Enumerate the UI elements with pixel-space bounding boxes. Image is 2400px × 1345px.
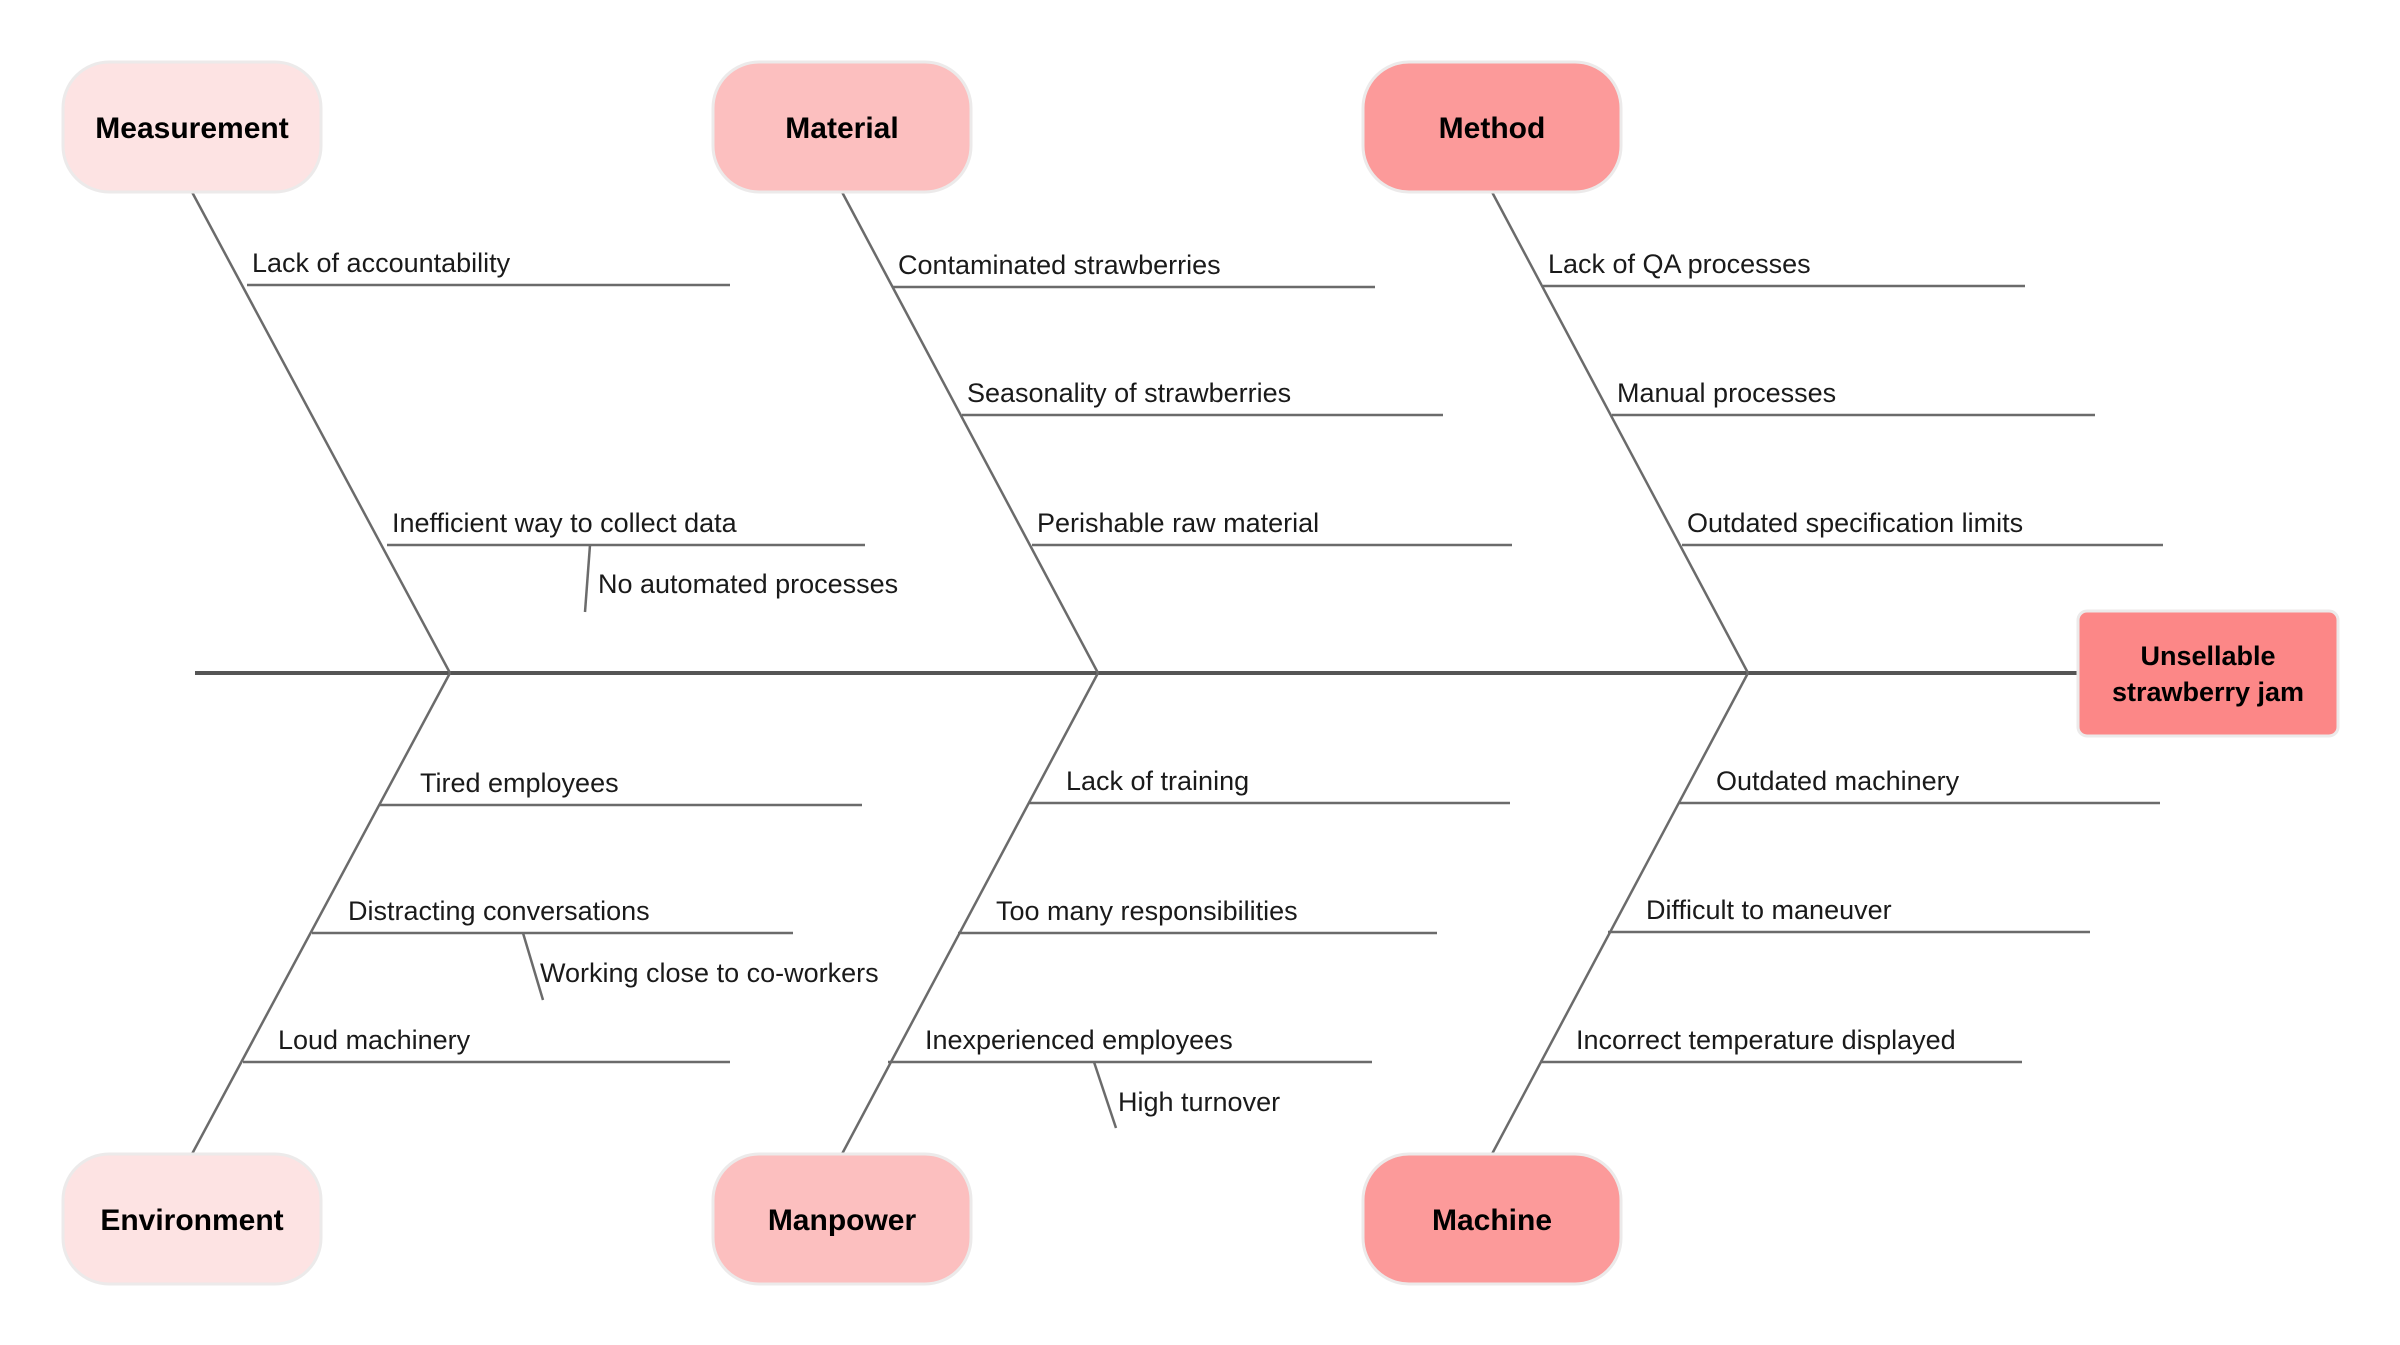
cause-label-lack-of-accountability: Lack of accountability (252, 248, 511, 278)
rib-measurement (190, 191, 452, 674)
effect-box[interactable]: Unsellable strawberry jam (2076, 609, 2340, 738)
rib-method (1490, 191, 1750, 674)
branch-material: Contaminated strawberries Seasonality of… (711, 60, 1512, 674)
category-box-material[interactable] (711, 60, 973, 194)
cause-label-manual-processes: Manual processes (1617, 378, 1836, 408)
subcause-label-no-automated-processes: No automated processes (598, 569, 898, 599)
cause-label-incorrect-temperature-displayed: Incorrect temperature displayed (1576, 1025, 1956, 1055)
rib-environment (190, 672, 452, 1155)
branch-machine: Outdated machinery Difficult to maneuver… (1361, 672, 2160, 1286)
cause-label-difficult-to-maneuver: Difficult to maneuver (1646, 895, 1892, 925)
subcause-line-working-close-to-co-workers (521, 932, 545, 1001)
cause-label-inexperienced-employees: Inexperienced employees (925, 1025, 1233, 1055)
category-label-manpower: Manpower (768, 1204, 917, 1237)
category-box-machine[interactable] (1361, 1152, 1623, 1286)
cause-label-outdated-specification-limits: Outdated specification limits (1687, 508, 2023, 538)
subcause-label-working-close-to-co-workers: Working close to co-workers (540, 958, 879, 988)
cause-label-perishable-raw-material: Perishable raw material (1037, 508, 1319, 538)
branch-manpower: Lack of training Too many responsibiliti… (711, 672, 1510, 1286)
subcause-line-high-turnover (1092, 1061, 1118, 1129)
cause-label-lack-of-qa-processes: Lack of QA processes (1548, 249, 1811, 279)
branch-method: Lack of QA processes Manual processes Ou… (1361, 60, 2163, 674)
cause-label-contaminated-strawberries: Contaminated strawberries (898, 250, 1221, 280)
category-label-material: Material (785, 112, 898, 145)
effect-label-line2: strawberry jam (2112, 677, 2304, 707)
category-label-machine: Machine (1432, 1204, 1552, 1237)
category-box-measurement[interactable] (61, 60, 323, 194)
cause-label-outdated-machinery: Outdated machinery (1716, 766, 1960, 796)
category-box-environment[interactable] (61, 1152, 323, 1286)
category-label-measurement: Measurement (95, 112, 288, 145)
category-box-manpower[interactable] (711, 1152, 973, 1286)
branch-environment: Tired employees Distracting conversation… (61, 672, 879, 1286)
effect-label-line1: Unsellable (2140, 641, 2275, 671)
rib-material (840, 191, 1100, 674)
category-box-method[interactable] (1361, 60, 1623, 194)
cause-label-seasonality-of-strawberries: Seasonality of strawberries (967, 378, 1291, 408)
branch-measurement: Lack of accountability Inefficient way t… (61, 60, 898, 674)
cause-label-too-many-responsibilities: Too many responsibilities (996, 896, 1298, 926)
rib-manpower (840, 672, 1100, 1155)
subcause-label-high-turnover: High turnover (1118, 1087, 1280, 1117)
cause-label-distracting-conversations: Distracting conversations (348, 896, 650, 926)
cause-label-loud-machinery: Loud machinery (278, 1025, 471, 1055)
category-label-environment: Environment (100, 1204, 283, 1237)
category-label-method: Method (1439, 112, 1546, 145)
cause-label-inefficient-way-to-collect-data: Inefficient way to collect data (392, 508, 738, 538)
cause-label-lack-of-training: Lack of training (1066, 766, 1249, 796)
effect-box-rect[interactable] (2076, 609, 2340, 738)
cause-label-tired-employees: Tired employees (420, 768, 619, 798)
subcause-line-no-automated-processes (583, 544, 592, 613)
rib-machine (1490, 672, 1750, 1155)
